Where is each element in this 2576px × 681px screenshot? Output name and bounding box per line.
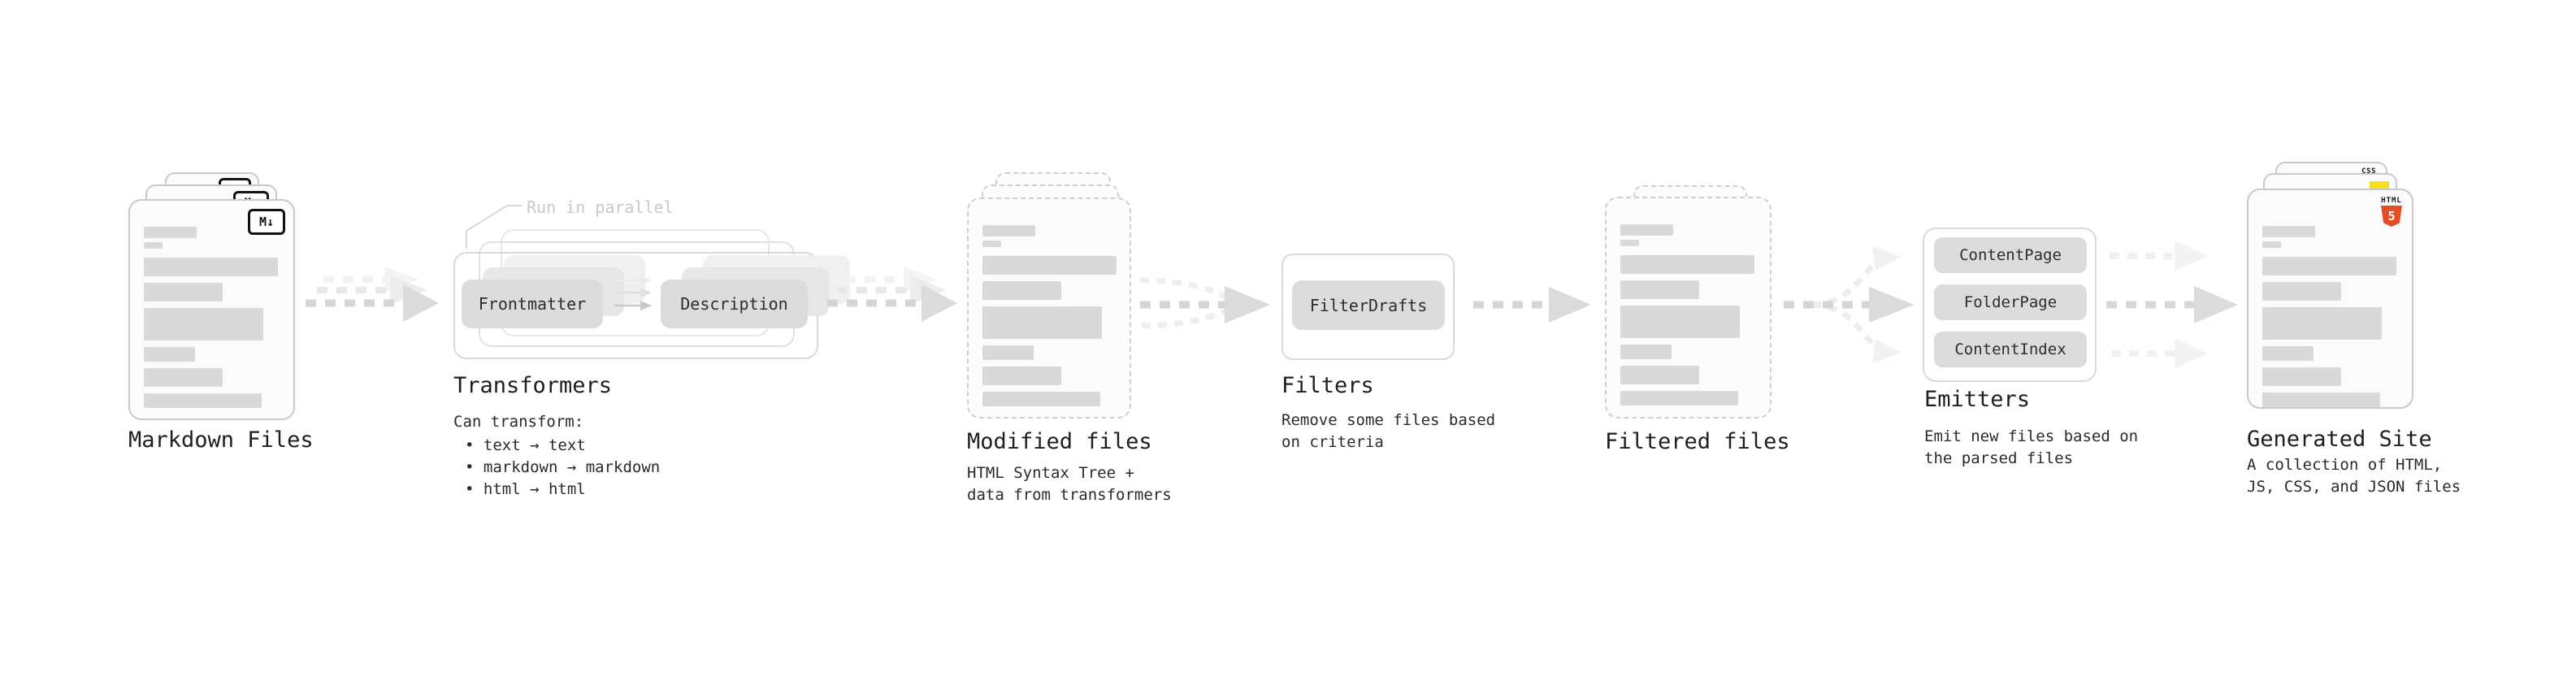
arrow-middle-main — [2106, 286, 2238, 323]
converge-curve-top — [1139, 277, 1233, 303]
doc-placeholder-lines — [1620, 224, 1756, 406]
diverge-top — [1811, 246, 1902, 308]
arrow-main — [1140, 286, 1270, 323]
contentindex-pill: ContentIndex — [1934, 332, 2087, 367]
bullet-item: • markdown → markdown — [465, 458, 661, 476]
modified-file-card-front — [967, 197, 1131, 419]
filtered-files-stack — [1605, 158, 1776, 426]
emitters-frame — [1923, 228, 2097, 382]
filtered-files-title: Filtered files — [1605, 429, 1790, 454]
doc-placeholder-lines — [144, 227, 280, 408]
step-arrow-main — [614, 301, 652, 310]
markdown-icon: M↓ — [248, 209, 285, 235]
arrow-transformers-to-modified — [827, 267, 957, 322]
transform-step-arrows — [614, 275, 652, 310]
frontmatter-pill-stack: Frontmatter — [462, 255, 657, 332]
arrow-bottom-ghost — [2111, 338, 2207, 369]
arrow-main — [306, 284, 439, 322]
site-file-card-html: HTML 5 — [2247, 189, 2413, 409]
arrow-markdown-to-transformers — [306, 267, 439, 322]
modified-files-subtitle: HTML Syntax Tree + data from transformer… — [967, 464, 1172, 504]
generated-site-subtitle: A collection of HTML, JS, CSS, and JSON … — [2247, 456, 2461, 496]
emitters-subtitle: Emit new files based on the parsed files — [1924, 427, 2139, 467]
filters-subtitle: Remove some files based on criteria — [1281, 411, 1496, 451]
arrow-modified-to-filters — [1139, 277, 1270, 329]
arrow-filters-to-filtered — [1473, 287, 1591, 323]
modified-files-title: Modified files — [967, 429, 1152, 454]
doc-placeholder-lines — [2262, 226, 2398, 407]
generated-site-stack: CSS HTML 5 — [2247, 150, 2422, 427]
diverge-bottom — [1811, 301, 1902, 363]
emitters-title: Emitters — [1924, 387, 2031, 412]
transformers-title: Transformers — [453, 373, 613, 398]
arrow-filtered-to-emitters — [1784, 246, 1915, 363]
generated-site-title: Generated Site — [2247, 427, 2432, 452]
filters-title: Filters — [1281, 373, 1374, 398]
arrow-main — [1784, 287, 1915, 323]
markdown-files-title: Markdown Files — [128, 427, 314, 453]
filtered-file-card-front — [1605, 197, 1772, 419]
filterdrafts-pill: FilterDrafts — [1292, 280, 1445, 330]
run-in-parallel-label: Run in parallel — [527, 197, 674, 217]
markdown-file-card-front: M↓ — [128, 199, 295, 420]
frontmatter-pill: Frontmatter — [462, 280, 603, 328]
modified-files-stack — [967, 158, 1138, 426]
filters-frame — [1281, 254, 1455, 360]
html5-icon: HTML 5 — [2381, 197, 2402, 227]
bullet-item: • html → html — [465, 480, 586, 498]
description-pill-stack: Description — [661, 255, 860, 332]
converge-curve-bottom — [1141, 306, 1233, 329]
transformers-desc-heading: Can transform: — [453, 413, 584, 431]
description-pill: Description — [661, 280, 808, 328]
bullet-item: • text → text — [465, 436, 586, 454]
transformers-bullet-list: • text → text • markdown → markdown • ht… — [453, 435, 660, 501]
arrows-emitters-to-site — [2106, 241, 2238, 369]
arrow-main — [827, 284, 957, 322]
contentpage-pill: ContentPage — [1934, 237, 2087, 273]
arrow-main — [1473, 287, 1591, 323]
markdown-files-stack: M↓ M↓ M↓ — [128, 158, 315, 426]
run-in-parallel-connector — [466, 205, 522, 249]
doc-placeholder-lines — [982, 225, 1117, 406]
step-arrow-ghost-2 — [614, 275, 652, 285]
arrow-top-ghost — [2110, 241, 2207, 271]
folderpage-pill: FolderPage — [1934, 284, 2087, 320]
step-arrow-ghost-1 — [614, 288, 652, 297]
